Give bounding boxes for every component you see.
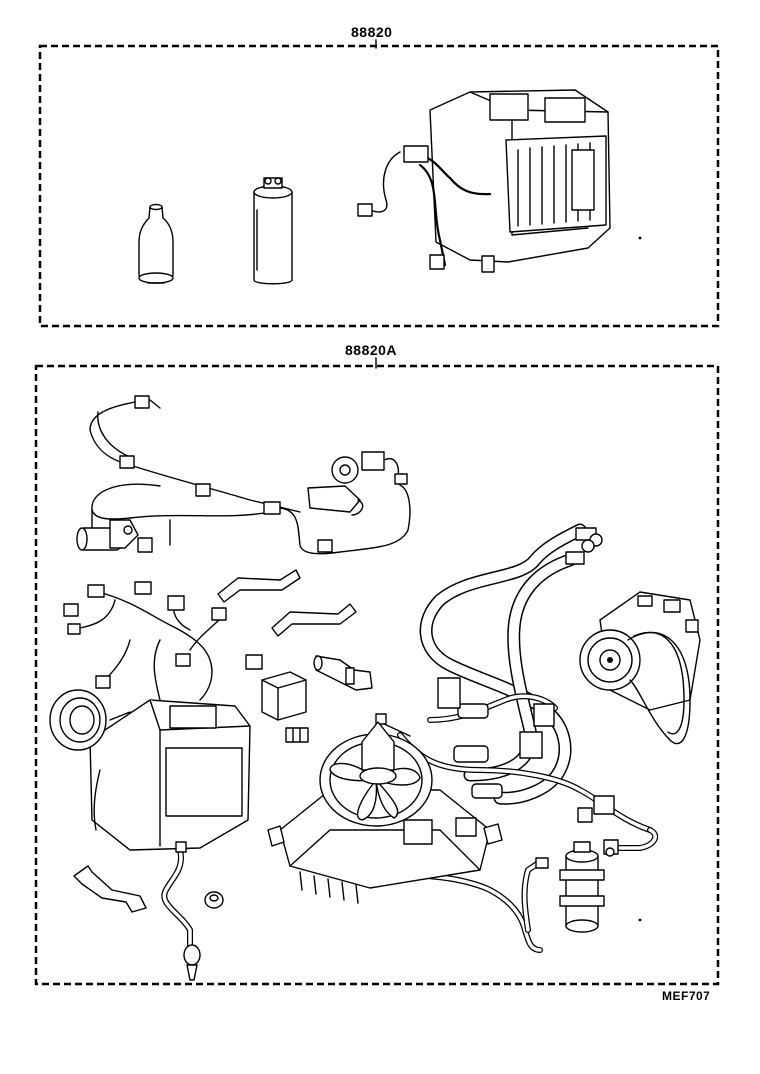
wiring-harness-lower xyxy=(63,581,227,701)
vacuum-actuator-rod xyxy=(73,841,224,981)
compressor-with-belt xyxy=(579,591,701,745)
suction-hose xyxy=(419,523,603,805)
kit-frame-88820 xyxy=(38,39,720,328)
condenser-fan-assembly xyxy=(267,721,503,904)
cooling-unit-evaporator xyxy=(357,89,642,273)
mounting-brackets xyxy=(217,569,357,670)
receiver-tank xyxy=(559,841,642,933)
kit-frame-88820a xyxy=(34,357,720,986)
kit-part-number-88820a: 88820A xyxy=(345,342,398,358)
wiring-harness-upper xyxy=(89,395,411,555)
vacuum-switching-valve xyxy=(307,451,408,516)
servo-motor xyxy=(76,519,139,551)
expansion-valve xyxy=(313,655,373,691)
discharge-tubes xyxy=(375,677,659,953)
diagram-reference-code: MEF707 xyxy=(662,989,711,1003)
refrigerant-bottle xyxy=(138,203,174,284)
amplifier-unit xyxy=(261,671,309,743)
heater-unit-blower xyxy=(49,689,251,851)
kit-part-number-88820: 88820 xyxy=(351,24,393,40)
receiver-drier xyxy=(253,177,293,285)
